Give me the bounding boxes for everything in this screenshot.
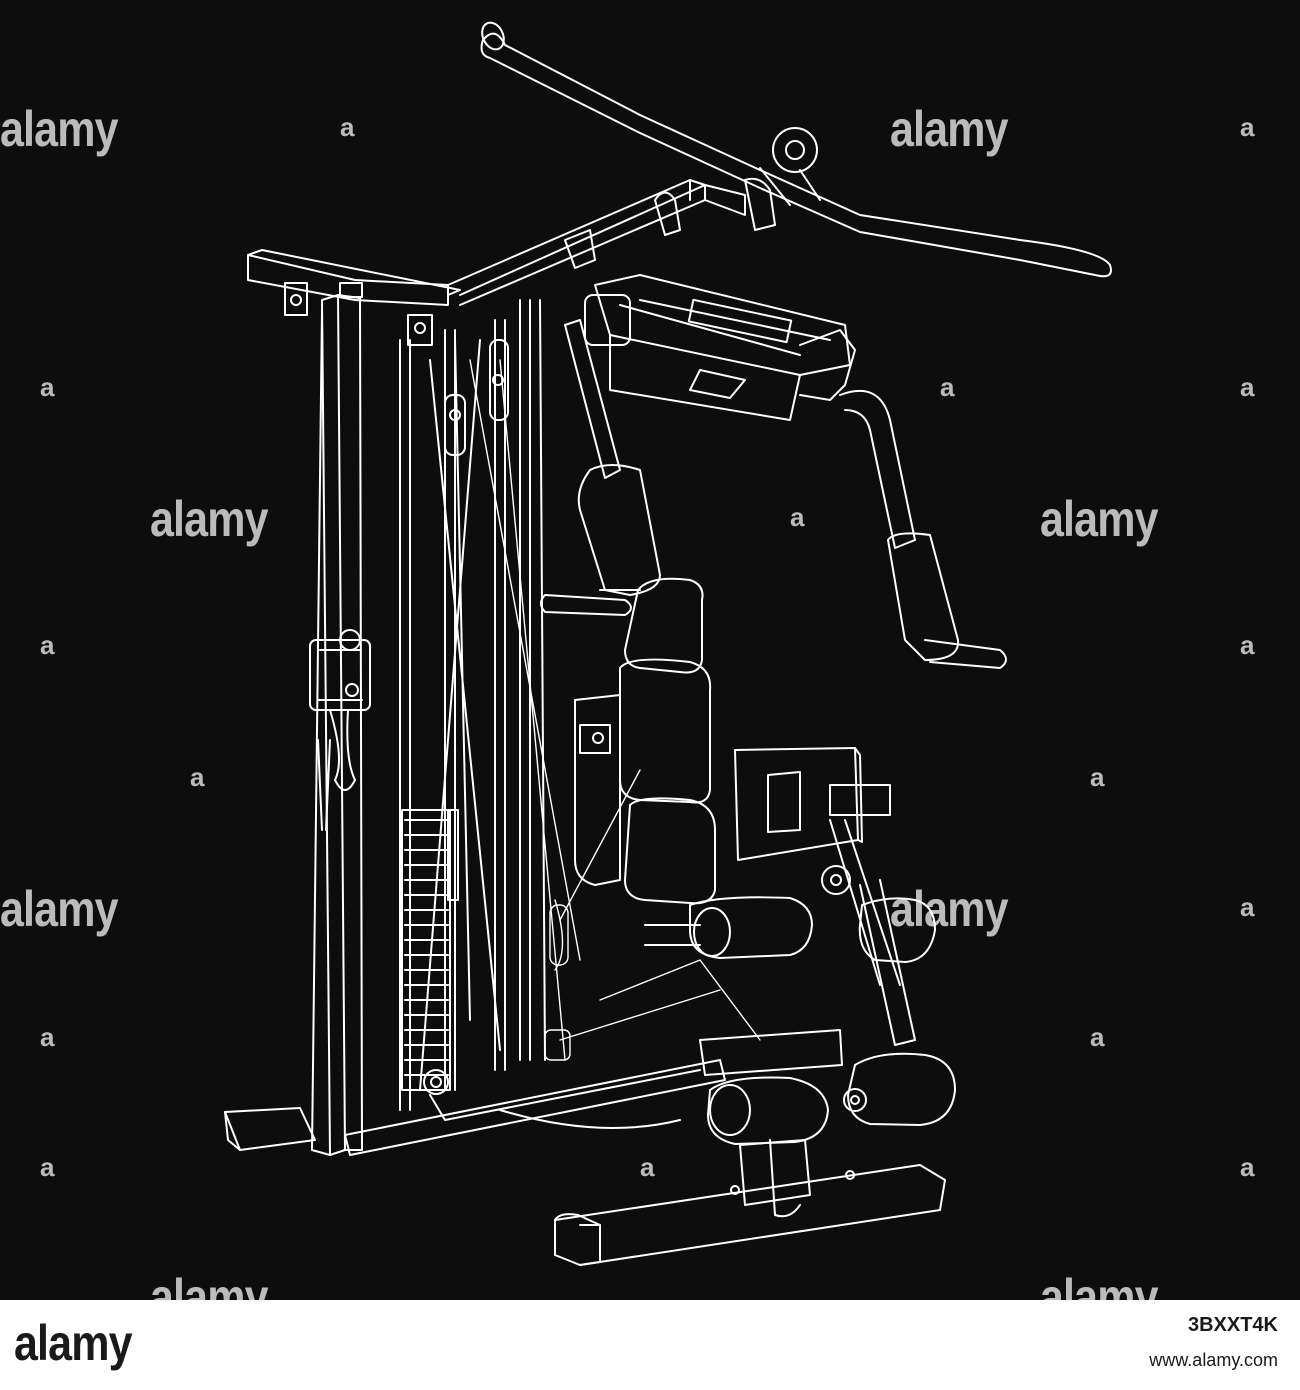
watermark-mark: a <box>40 1152 55 1182</box>
gym-machine-drawing <box>224 21 1112 1266</box>
lat-pulldown-bar <box>480 21 1112 278</box>
watermark-mark: a <box>40 630 55 660</box>
footer-bar: alamy 3BXXT4K www.alamy.com <box>0 1300 1300 1390</box>
leg-station <box>644 747 956 1145</box>
site-url: www.alamy.com <box>1149 1350 1278 1370</box>
watermark-logo: alamy <box>1040 1269 1158 1300</box>
cables <box>469 359 761 1061</box>
watermark-mark: a <box>40 372 55 402</box>
watermark-mark: a <box>1240 892 1255 922</box>
watermark-mark: a <box>1240 372 1255 402</box>
backrest-and-seat <box>574 577 716 905</box>
watermark-logo: alamy <box>150 1269 268 1300</box>
watermark-mark: a <box>940 372 955 402</box>
footer-logo: alamy <box>14 1315 132 1371</box>
press-arm-assembly <box>540 274 1007 669</box>
watermark-mark: a <box>640 1152 655 1182</box>
left-upright <box>309 282 371 1156</box>
watermark-mark: a <box>40 1022 55 1052</box>
watermark-logo: alamy <box>0 881 118 937</box>
image-canvas: alamy a alamy a a a a alamy a alamy a a … <box>0 0 1300 1300</box>
watermark-mark: a <box>1240 630 1255 660</box>
watermark-mark: a <box>1240 1152 1255 1182</box>
watermark-mark: a <box>790 502 805 532</box>
watermark-logo: alamy <box>890 101 1008 157</box>
watermark-logo: alamy <box>150 491 268 547</box>
watermark-mark: a <box>1240 112 1255 142</box>
base-frame <box>224 1059 946 1266</box>
watermark-logo: alamy <box>890 881 1008 937</box>
image-id: 3BXXT4K <box>1187 1314 1278 1336</box>
watermark-mark: a <box>190 762 205 792</box>
weight-stack <box>399 299 546 1111</box>
watermark-mark: a <box>1090 1022 1105 1052</box>
watermark-logo: alamy <box>1040 491 1158 547</box>
top-frame <box>247 177 776 346</box>
watermark-logo: alamy <box>0 101 118 157</box>
watermark-mark: a <box>340 112 355 142</box>
watermark-mark: a <box>1090 762 1105 792</box>
